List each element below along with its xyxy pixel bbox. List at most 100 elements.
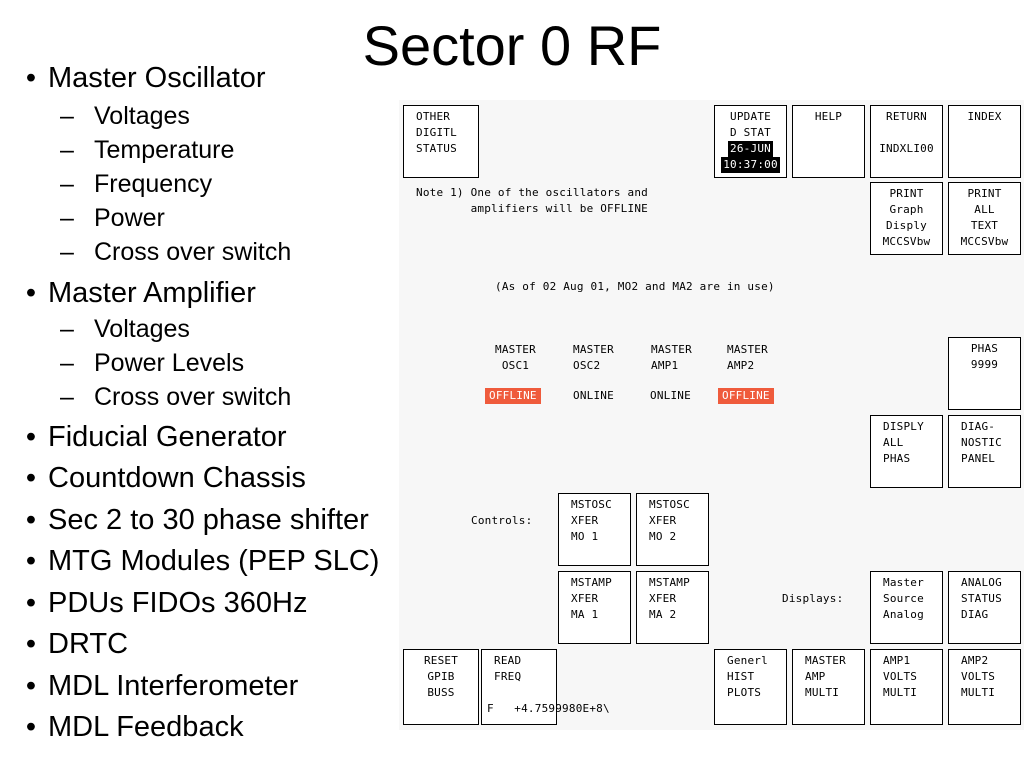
- sub-bullet-text: Voltages: [94, 102, 190, 130]
- button-label: DIAG-: [961, 420, 996, 433]
- unit-label: MASTER: [651, 343, 692, 356]
- mstamp-xfer-ma1-button[interactable]: MSTAMP XFER MA 1: [558, 571, 631, 644]
- dash-icon: –: [60, 136, 74, 164]
- button-label: XFER: [649, 514, 677, 527]
- button-label: AMP1: [883, 654, 911, 667]
- button-label: MCCSVbw: [882, 235, 931, 248]
- button-label: MSTOSC: [571, 498, 612, 511]
- sub-bullet-text: Temperature: [94, 136, 235, 164]
- button-label: RETURN: [886, 110, 927, 123]
- button-label: STATUS: [416, 142, 457, 155]
- button-label: Generl: [727, 654, 768, 667]
- button-label: READ: [494, 654, 522, 667]
- bullet-text: Master Amplifier: [48, 277, 256, 309]
- bullet-dot-icon: •: [25, 277, 37, 309]
- button-label: MCCSVbw: [960, 235, 1009, 248]
- other-digitl-status-button[interactable]: OTHER DIGITL STATUS: [403, 105, 479, 178]
- sub-bullet-text: Power Levels: [94, 349, 245, 377]
- sub-bullet-text: Power: [94, 204, 165, 232]
- bullet-item: •PDUs FIDOs 360Hz: [14, 586, 308, 620]
- button-label: MA 2: [649, 608, 677, 621]
- button-label: PANEL: [961, 452, 996, 465]
- bullet-item: •Master Oscillator: [14, 61, 266, 95]
- button-label: D STAT: [730, 126, 771, 139]
- bullet-dot-icon: •: [25, 545, 37, 577]
- bullet-text: Countdown Chassis: [48, 462, 306, 494]
- bullet-dot-icon: •: [25, 628, 37, 660]
- button-label: ALL: [883, 436, 904, 449]
- mstamp-xfer-ma2-button[interactable]: MSTAMP XFER MA 2: [636, 571, 709, 644]
- button-label: VOLTS: [883, 670, 918, 683]
- print-graph-button[interactable]: PRINT Graph Disply MCCSVbw: [870, 182, 943, 255]
- sub-bullet-item: –Temperature: [60, 135, 234, 165]
- button-label: XFER: [571, 592, 599, 605]
- bullet-item: •Fiducial Generator: [14, 420, 287, 454]
- button-label: UPDATE: [730, 110, 771, 123]
- help-button[interactable]: HELP: [792, 105, 865, 178]
- status-amp1: ONLINE: [650, 389, 691, 402]
- master-amp-multi-button[interactable]: MASTER AMP MULTI: [792, 649, 865, 725]
- sub-bullet-item: –Power: [60, 203, 165, 233]
- phas-button[interactable]: PHAS 9999: [948, 337, 1021, 410]
- dash-icon: –: [60, 204, 74, 232]
- bullet-text: MDL Interferometer: [48, 670, 299, 702]
- button-label: NOSTIC: [961, 436, 1002, 449]
- mstosc-xfer-mo1-button[interactable]: MSTOSC XFER MO 1: [558, 493, 631, 566]
- master-source-analog-button[interactable]: Master Source Analog: [870, 571, 943, 644]
- unit-label: OSC2: [573, 359, 601, 372]
- diag-panel-button[interactable]: DIAG- NOSTIC PANEL: [948, 415, 1021, 488]
- button-label: RESET: [423, 654, 459, 667]
- button-label: AMP: [805, 670, 826, 683]
- disply-all-phas-button[interactable]: DISPLY ALL PHAS: [870, 415, 943, 488]
- button-label: ALL: [974, 203, 995, 216]
- unit-osc1: MASTER OSC1: [495, 342, 536, 374]
- unit-label: MASTER: [573, 343, 614, 356]
- bullet-dot-icon: •: [25, 462, 37, 494]
- index-button[interactable]: INDEX: [948, 105, 1021, 178]
- bullet-item: • MDL Interferometer: [14, 669, 298, 703]
- mstosc-xfer-mo2-button[interactable]: MSTOSC XFER MO 2: [636, 493, 709, 566]
- button-label: Graph: [889, 203, 924, 216]
- button-label: MO 1: [571, 530, 599, 543]
- status-amp2: OFFLINE: [718, 388, 774, 404]
- button-label: ANALOG: [961, 576, 1002, 589]
- bullet-text: MTG Modules (PEP SLC): [48, 545, 380, 577]
- dash-icon: –: [60, 102, 74, 130]
- bullet-item: •MDL Feedback: [14, 710, 244, 744]
- dash-icon: –: [60, 170, 74, 198]
- dash-icon: –: [60, 315, 74, 343]
- bullet-dot-icon: •: [25, 711, 37, 743]
- reset-gpib-buss-button[interactable]: RESET GPIB BUSS: [403, 649, 479, 725]
- update-dstat-button[interactable]: UPDATE D STAT 26-JUN 10:37:00: [714, 105, 787, 178]
- button-label: Analog: [883, 608, 924, 621]
- amp2-volts-multi-button[interactable]: AMP2 VOLTS MULTI: [948, 649, 1021, 725]
- unit-label: OSC1: [501, 359, 530, 372]
- button-label: PLOTS: [727, 686, 762, 699]
- print-all-text-button[interactable]: PRINT ALL TEXT MCCSVbw: [948, 182, 1021, 255]
- unit-amp2: MASTER AMP2: [727, 342, 768, 374]
- bullet-item: •DRTC: [14, 627, 128, 661]
- button-label: FREQ: [494, 670, 522, 683]
- controls-label: Controls:: [471, 514, 533, 527]
- button-label: PRINT: [967, 187, 1002, 200]
- bullet-dot-icon: •: [25, 62, 37, 94]
- bullet-dot-icon: •: [25, 670, 37, 702]
- slide-title: Sector 0 RF: [362, 14, 662, 77]
- sub-bullet-item: –Cross over switch: [60, 382, 291, 412]
- sub-bullet-text: Frequency: [94, 170, 213, 198]
- sub-bullet-text: Voltages: [94, 315, 190, 343]
- button-label: MSTOSC: [649, 498, 690, 511]
- button-label: OTHER: [416, 110, 451, 123]
- button-label: Disply: [886, 219, 927, 232]
- unit-label: AMP1: [651, 359, 679, 372]
- generl-hist-plots-button[interactable]: Generl HIST PLOTS: [714, 649, 787, 725]
- read-freq-button[interactable]: READ FREQ: [481, 649, 557, 725]
- return-button[interactable]: RETURN ​ INDXLI00: [870, 105, 943, 178]
- amp1-volts-multi-button[interactable]: AMP1 VOLTS MULTI: [870, 649, 943, 725]
- note-line: amplifiers will be OFFLINE: [416, 202, 648, 215]
- button-label: MULTI: [883, 686, 918, 699]
- button-label: PHAS: [883, 452, 911, 465]
- analog-status-diag-button[interactable]: ANALOG STATUS DIAG: [948, 571, 1021, 644]
- unit-amp1: MASTER AMP1: [651, 342, 692, 374]
- bullet-text: Fiducial Generator: [48, 421, 287, 453]
